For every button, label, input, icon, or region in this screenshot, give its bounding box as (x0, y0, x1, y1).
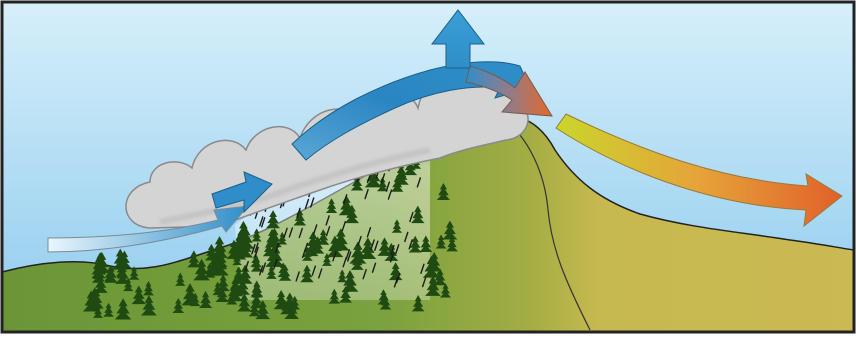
orographic-diagram (0, 0, 856, 338)
